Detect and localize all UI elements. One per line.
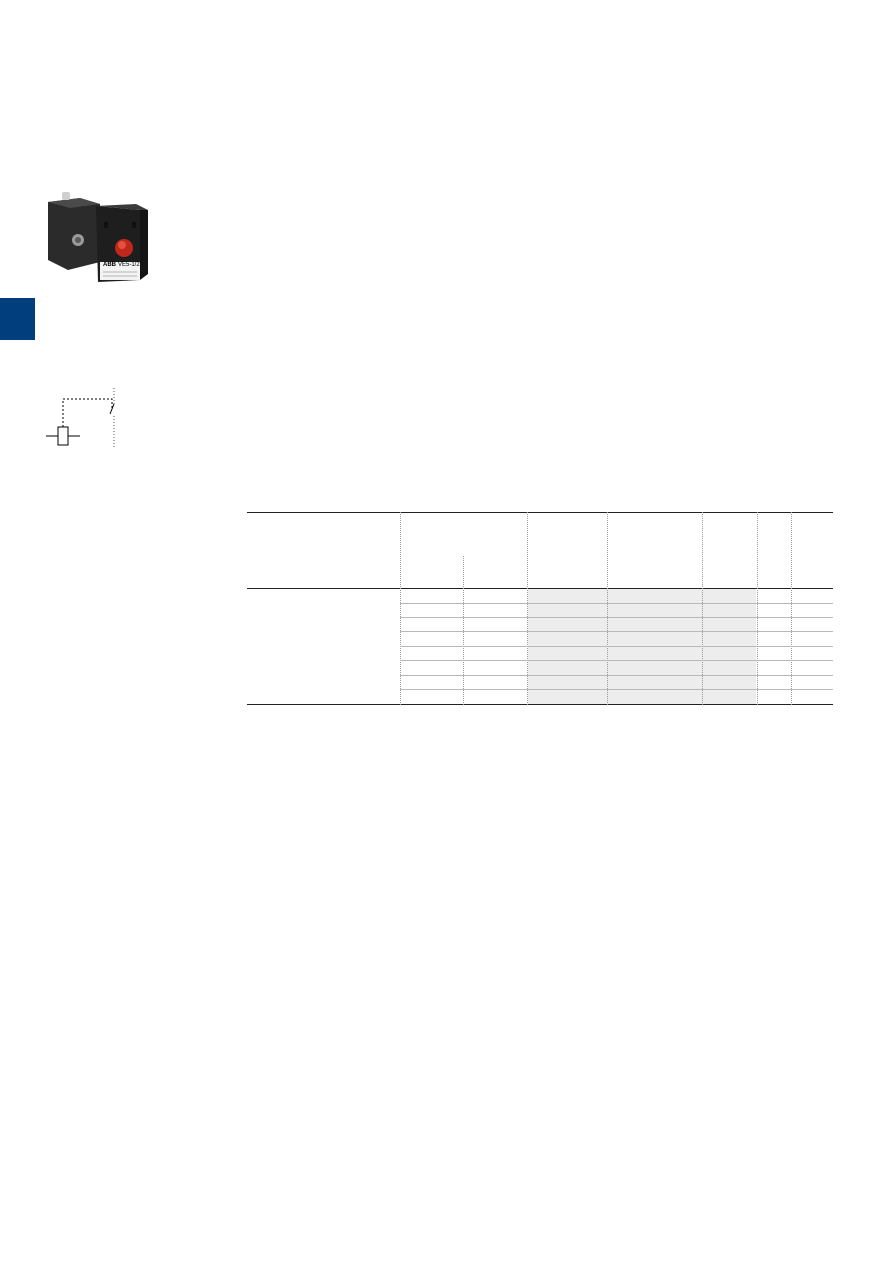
coil-contact-symbol xyxy=(40,386,130,450)
product-photo: ABB VE5-1/2 xyxy=(40,190,160,288)
brand-label: ABB xyxy=(103,262,116,268)
model-label: VE5-1/2 xyxy=(118,262,140,268)
product-table xyxy=(247,512,833,705)
section-tab xyxy=(0,298,35,340)
